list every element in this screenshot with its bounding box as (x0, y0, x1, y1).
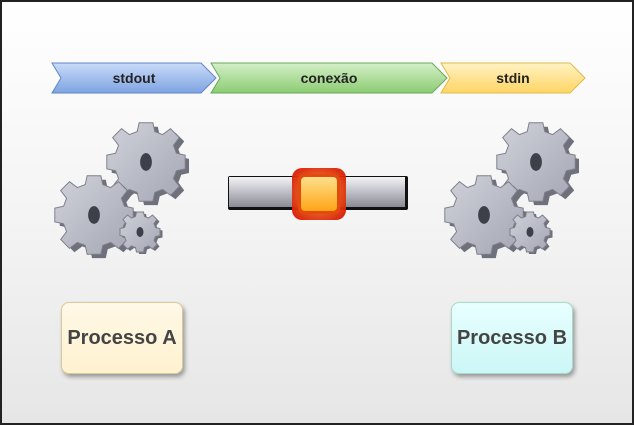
gears-icon (444, 122, 579, 259)
stdin-chevron: stdin (440, 62, 586, 94)
stdin-chevron-shape (440, 62, 586, 94)
gears-icon (54, 122, 189, 259)
conexao-label: conexão (300, 70, 358, 86)
stdout-label: stdout (112, 70, 156, 86)
process-b-label: Processo B (456, 326, 568, 349)
process-b-box: Processo B (451, 302, 573, 374)
stdin-label: stdin (496, 70, 530, 86)
conexao-chevron-shape (210, 62, 448, 94)
process-a-label: Processo A (67, 326, 177, 349)
stdout-chevron: stdout (51, 62, 217, 94)
stdout-chevron-shape (51, 62, 217, 94)
conexao-chevron: conexão (210, 62, 448, 94)
pipe-slider-icon (228, 168, 408, 220)
process-a-box: Processo A (61, 302, 183, 374)
